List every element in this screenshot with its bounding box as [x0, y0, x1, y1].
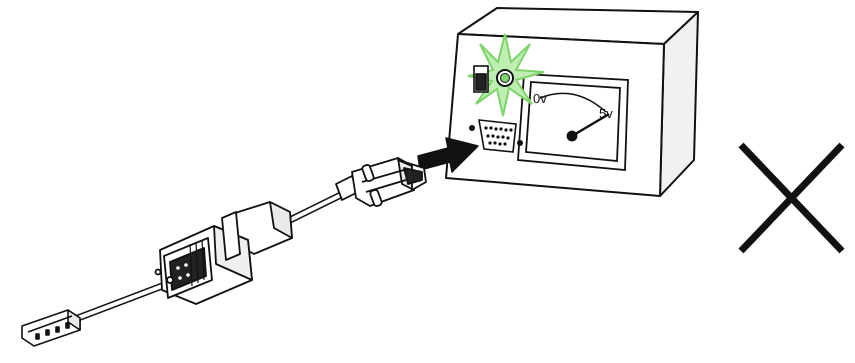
cable: [66, 183, 361, 325]
obd-plug: [154, 201, 293, 305]
cross-icon: [738, 142, 845, 254]
meter-label-min: 0v: [533, 91, 547, 106]
device-port: [468, 119, 523, 153]
meter-scale-arc: [539, 92, 607, 113]
glowing-led-icon: [467, 33, 545, 117]
meter-window: [517, 73, 629, 171]
small-connector: [21, 309, 81, 347]
meter-needle: [571, 112, 610, 138]
meter-label-max: 5v: [599, 106, 613, 121]
meter-pivot: [566, 130, 578, 142]
db15-plug: [335, 157, 427, 207]
power-switch: [473, 65, 489, 93]
